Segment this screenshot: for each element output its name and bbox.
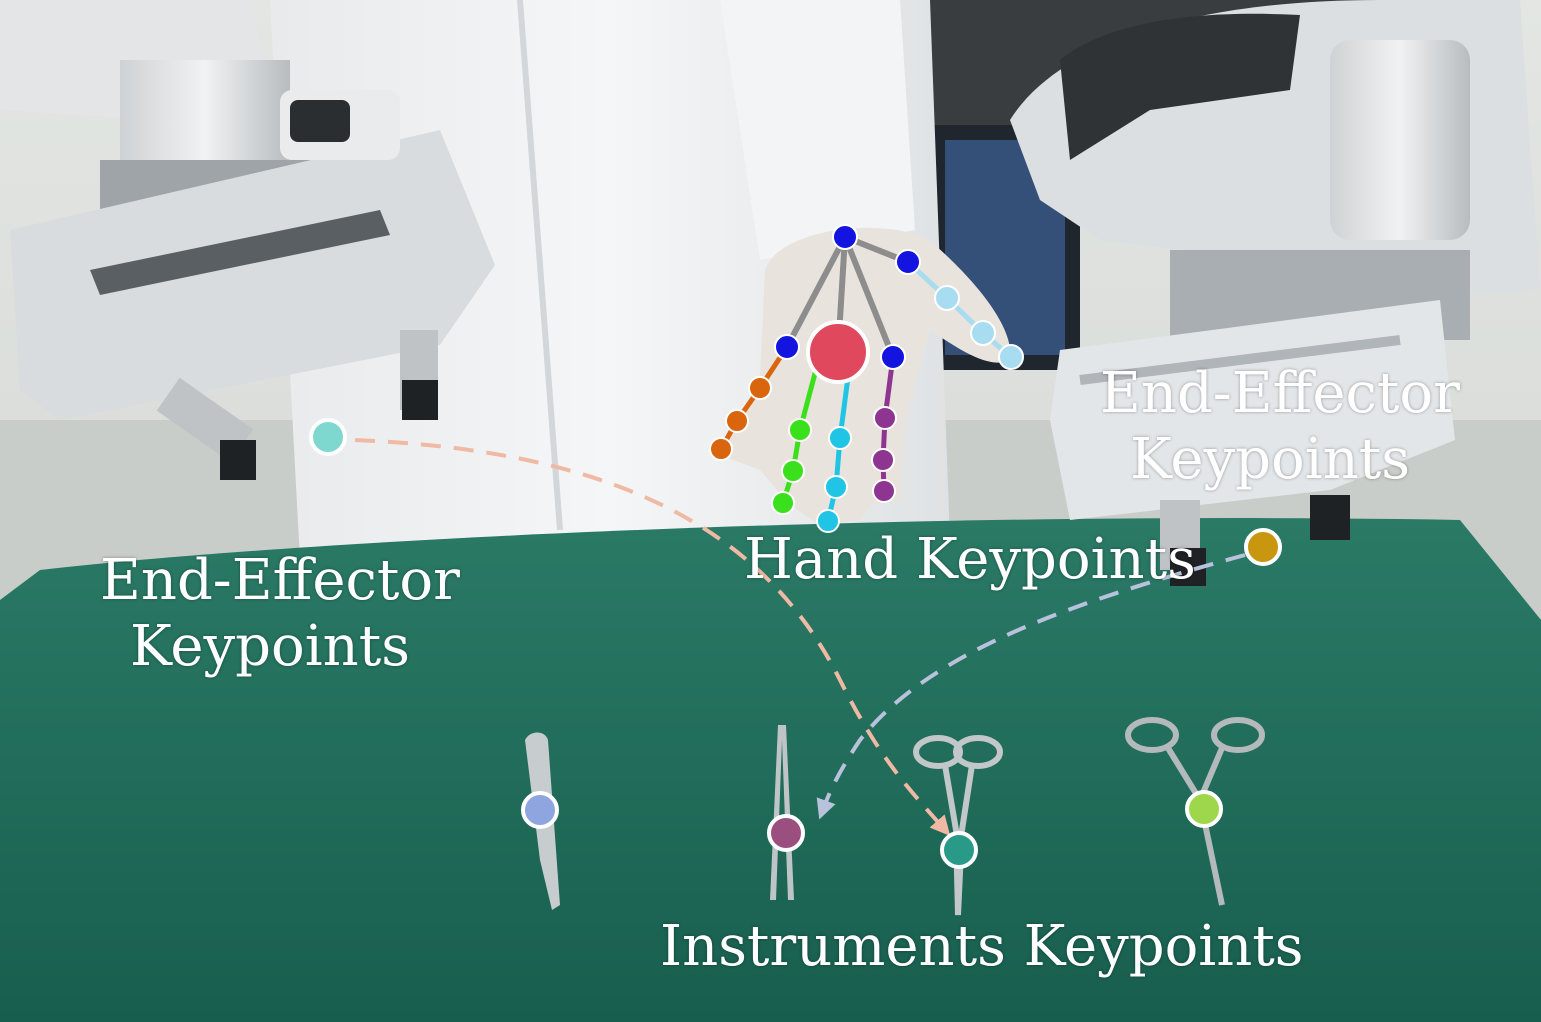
thumb-keypoint (970, 320, 996, 346)
left-ee-label-line2: Keypoints (130, 614, 410, 679)
index-keypoint (748, 376, 772, 400)
scalpel-keypoint (521, 791, 559, 829)
scissors (913, 735, 1003, 916)
right-ee-label: End-Effector Keypoints (1100, 361, 1460, 493)
right-robot-arm (1010, 0, 1540, 586)
pinky-keypoint (872, 479, 896, 503)
thumb-base-keypoint (895, 249, 921, 275)
hand-keypoints-label: Hand Keypoints (744, 527, 1196, 592)
middle-chain (780, 361, 821, 504)
pinky-base-keypoint (880, 344, 906, 370)
left-ee-label: End-Effector Keypoints (100, 548, 460, 680)
surgical-drape (0, 518, 1541, 1022)
scissors-keypoint (940, 831, 978, 869)
right-trajectory-path (816, 553, 1246, 820)
hand-skeleton (709, 224, 1024, 533)
right-ee-label-line2: Keypoints (1130, 427, 1410, 492)
thumb-keypoint (934, 285, 960, 311)
middle-keypoint (771, 491, 795, 515)
coat-fold (517, 0, 563, 531)
pinky-keypoint (873, 406, 897, 430)
left-trajectory-path (354, 438, 951, 837)
instruments-keypoints-label: Instruments Keypoints (660, 914, 1304, 979)
ring-chain (825, 361, 853, 522)
thumb-keypoint (998, 344, 1024, 370)
ring-keypoint (816, 509, 840, 533)
middle-keypoint (788, 418, 812, 442)
left-ee-label-line1: End-Effector (100, 548, 460, 613)
pinky-chain (880, 356, 896, 492)
wrist-keypoint (832, 224, 858, 250)
left-ee-keypoint (309, 418, 347, 456)
right-ee-keypoint (1244, 528, 1282, 566)
left-robot-arm (0, 0, 495, 480)
palm-center-keypoint (806, 320, 870, 384)
index-base-keypoint (774, 334, 800, 360)
index-keypoint (709, 437, 733, 461)
ring-keypoint (824, 475, 848, 499)
index-chain (718, 345, 790, 451)
right-ee-label-line1: End-Effector (1100, 361, 1460, 426)
coat-sleeve (720, 0, 915, 260)
tweezers (770, 725, 794, 900)
hemostat-keypoint (1185, 790, 1223, 828)
ring-keypoint (828, 426, 852, 450)
middle-keypoint (781, 459, 805, 483)
thumb-chain (906, 260, 1013, 359)
forceps-keypoint (767, 814, 805, 852)
pinky-keypoint (871, 448, 895, 472)
index-keypoint (725, 409, 749, 433)
